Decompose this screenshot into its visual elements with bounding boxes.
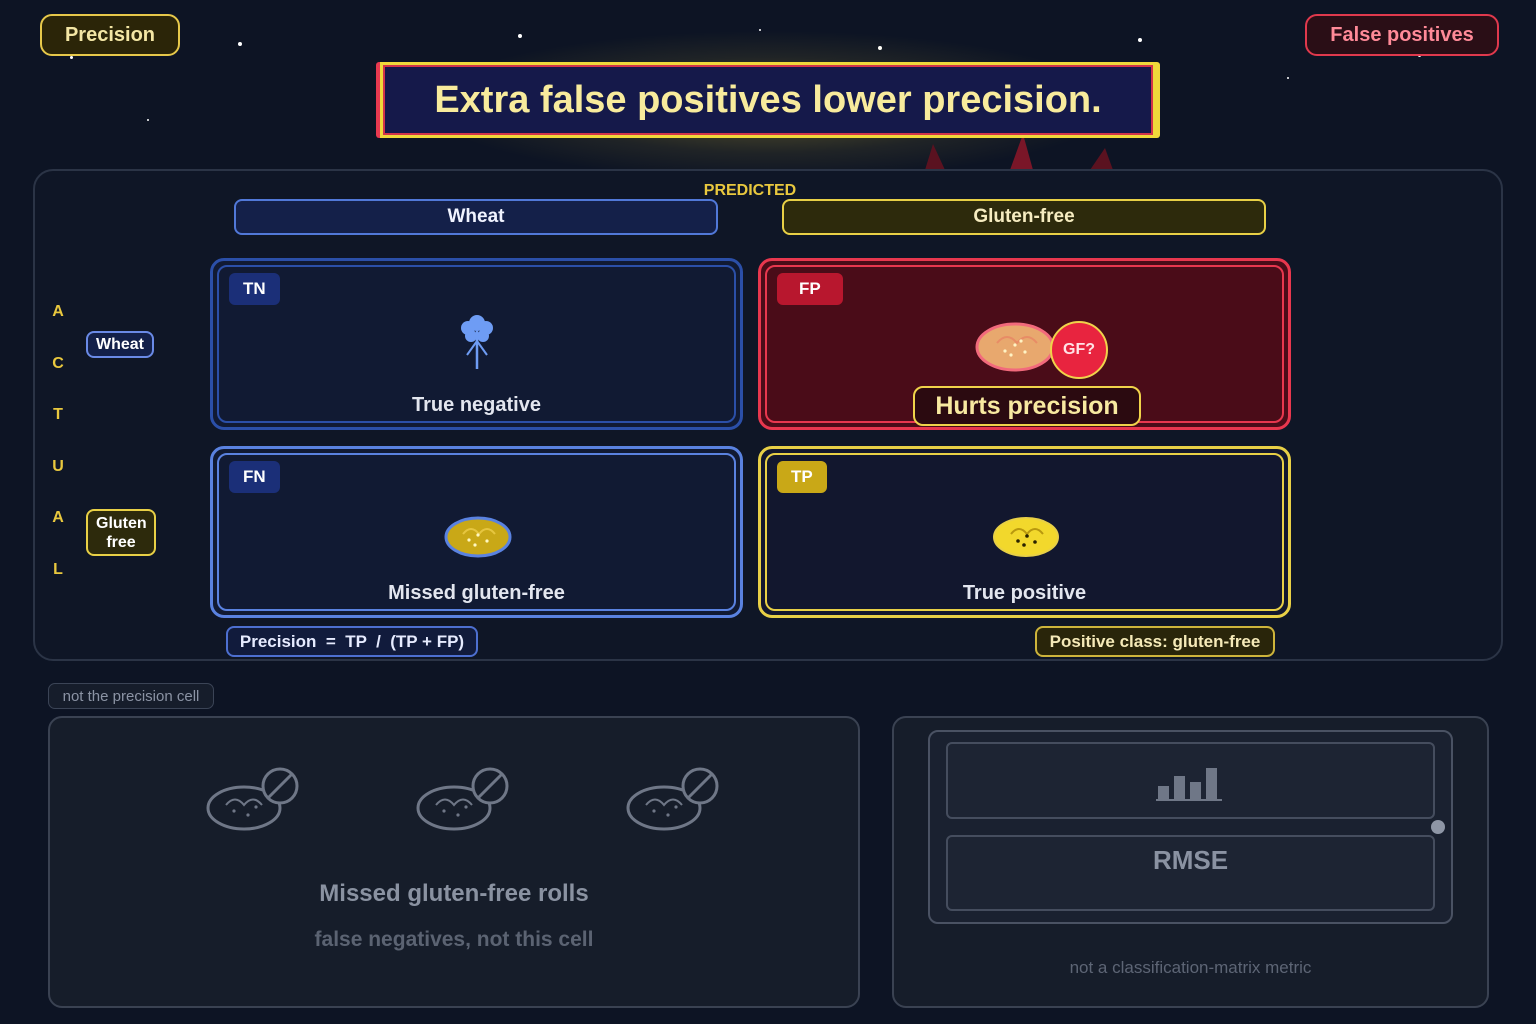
hurts-precision-label: Hurts precision bbox=[913, 386, 1141, 426]
row-label-gluten-free-text: Gluten free bbox=[96, 514, 147, 551]
tp-badge: TP bbox=[777, 461, 827, 493]
column-header-wheat: Wheat bbox=[234, 199, 718, 235]
actual-axis-letter: C bbox=[52, 355, 64, 372]
crossed-roll-icon bbox=[206, 767, 299, 831]
star bbox=[238, 42, 242, 46]
actual-axis-letter: A bbox=[52, 303, 64, 320]
cell-false-negative[interactable]: FN Missed gluten-free bbox=[210, 446, 743, 618]
missed-rolls-title: Missed gluten-free rolls bbox=[319, 880, 589, 907]
cell-true-negative[interactable]: TN True negative bbox=[210, 258, 743, 430]
star bbox=[1287, 77, 1289, 79]
star bbox=[878, 46, 882, 50]
rmse-label: RMSE bbox=[1152, 845, 1229, 875]
rmse-value-box bbox=[946, 835, 1435, 911]
burst-decoration bbox=[925, 134, 1113, 170]
star bbox=[70, 56, 73, 59]
gf-question-icon: GF? bbox=[1050, 321, 1108, 379]
fn-caption: Missed gluten-free bbox=[388, 582, 565, 604]
precision-formula: Precision = TP / (TP + FP) bbox=[226, 626, 478, 657]
tp-caption: True positive bbox=[962, 582, 1087, 604]
cell-true-positive[interactable]: TP True positive bbox=[758, 446, 1291, 618]
actual-axis-letter: T bbox=[53, 406, 63, 423]
missed-rolls-panel bbox=[48, 716, 860, 1008]
cell-false-positive[interactable]: FP GF? Hurts precision bbox=[758, 258, 1291, 430]
row-label-gluten-free: Gluten free bbox=[86, 509, 156, 556]
roll-icon bbox=[993, 517, 1059, 557]
tn-caption: True negative bbox=[412, 394, 541, 416]
positive-class-note: Positive class: gluten-free bbox=[1035, 626, 1275, 657]
predicted-axis-label: PREDICTED bbox=[703, 182, 797, 199]
actual-axis-letter: A bbox=[52, 509, 64, 526]
missed-rolls-subtitle: false negatives, not this cell bbox=[314, 928, 594, 951]
fp-badge: FP bbox=[777, 273, 843, 305]
roll-icon bbox=[975, 322, 1055, 372]
cell-inner-border bbox=[217, 453, 736, 611]
row-label-wheat: Wheat bbox=[86, 331, 154, 358]
rmse-chart-box bbox=[946, 742, 1435, 819]
not-precision-cell-tag: not the precision cell bbox=[48, 683, 214, 709]
star bbox=[1138, 38, 1142, 42]
rmse-note: not a classification-matrix metric bbox=[1069, 958, 1312, 977]
page-title: Extra false positives lower precision. bbox=[380, 62, 1156, 138]
cell-inner-border bbox=[217, 265, 736, 423]
fn-badge: FN bbox=[229, 461, 280, 493]
actual-axis-letter: U bbox=[52, 458, 64, 475]
star bbox=[759, 29, 761, 31]
wheat-icon bbox=[461, 315, 493, 369]
tn-badge: TN bbox=[229, 273, 280, 305]
crossed-roll-icon bbox=[626, 767, 719, 831]
device-knob bbox=[1431, 820, 1445, 834]
precision-badge: Precision bbox=[40, 14, 180, 56]
star bbox=[518, 34, 522, 38]
column-header-gluten-free: Gluten-free bbox=[782, 199, 1266, 235]
actual-axis-letter: L bbox=[53, 561, 63, 578]
star bbox=[147, 119, 149, 121]
roll-icon bbox=[444, 516, 512, 558]
crossed-roll-icon bbox=[416, 767, 509, 831]
cell-inner-border bbox=[765, 453, 1284, 611]
false-positives-badge: False positives bbox=[1305, 14, 1499, 56]
bar-chart-icon bbox=[1156, 768, 1222, 801]
